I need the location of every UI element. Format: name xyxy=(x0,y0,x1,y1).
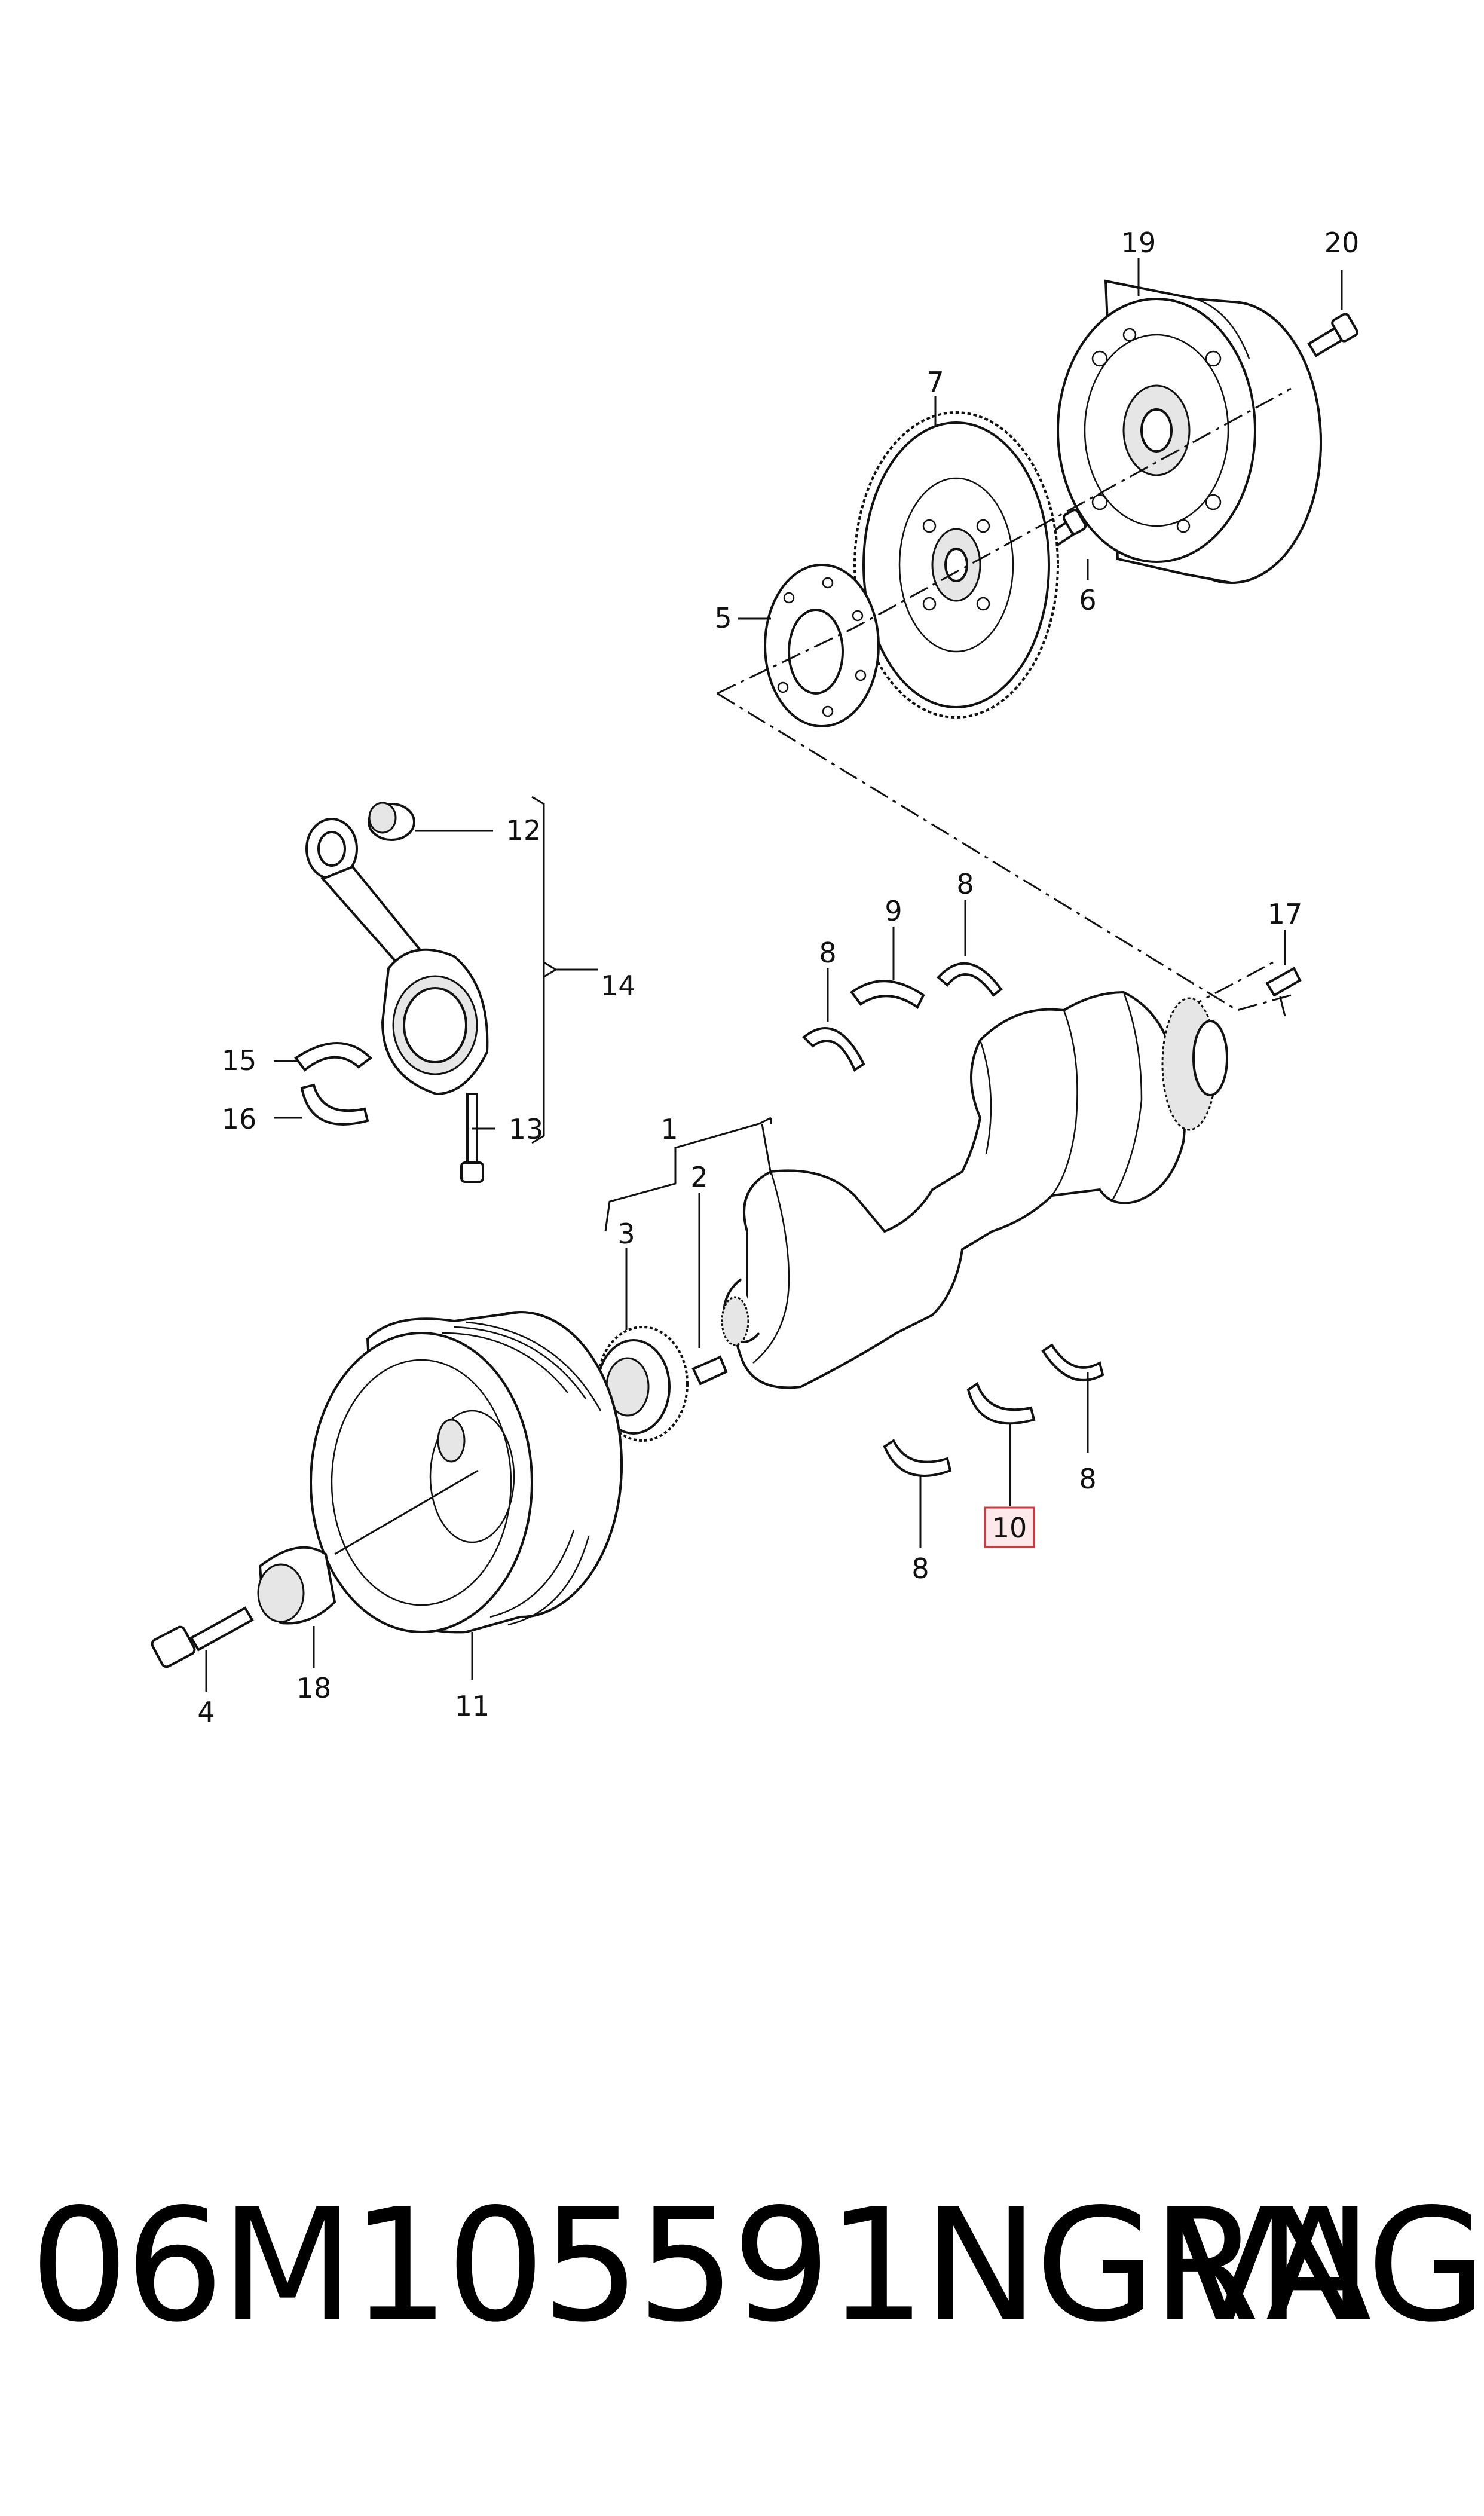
flywheel-ring-gear xyxy=(853,411,1059,719)
conrod-bushing xyxy=(368,802,415,841)
callout-2: 2 xyxy=(690,1161,708,1193)
callout-labels: 19 20 7 6 5 12 14 15 16 13 8 9 8 17 1 2 … xyxy=(197,227,1359,1728)
callout-17: 17 xyxy=(1268,898,1303,930)
thrust-washer-8b xyxy=(937,962,1003,997)
flywheel-bolt-20 xyxy=(1307,313,1358,357)
part-number-footer: 06M105591NGRN xyxy=(30,2176,1373,2356)
pulley-bolt xyxy=(151,1606,254,1668)
callout-10: 10 xyxy=(992,1512,1027,1544)
callout-6: 6 xyxy=(1079,584,1096,616)
callout-7: 7 xyxy=(926,366,944,398)
dowel-pin xyxy=(1265,967,1302,997)
thrust-washer-8d xyxy=(883,1439,952,1477)
conrod-bolt xyxy=(460,1093,484,1183)
shim-plate xyxy=(764,564,880,727)
dual-mass-flywheel xyxy=(1057,279,1322,585)
leader-lines xyxy=(205,258,1343,1692)
callout-18: 18 xyxy=(296,1672,332,1704)
callout-10-highlight: 10 xyxy=(984,1506,1035,1548)
main-bearing-shell-10 xyxy=(966,1381,1036,1425)
callout-8-a: 8 xyxy=(819,937,836,969)
callout-8-c: 8 xyxy=(1079,1463,1096,1495)
main-bearing-shell-9 xyxy=(850,980,925,1009)
conrod-bearing-lower xyxy=(300,1083,369,1126)
brand-footer: VAG xyxy=(1171,2176,1484,2356)
callout-5: 5 xyxy=(714,602,732,634)
thrust-washer-8a xyxy=(802,1027,865,1072)
woodruff-key xyxy=(691,1355,728,1386)
callout-4: 4 xyxy=(197,1696,215,1728)
callout-15: 15 xyxy=(222,1044,257,1077)
bracket-14 xyxy=(531,796,598,1144)
vibration-damper-pulley xyxy=(310,1310,623,1634)
callout-14: 14 xyxy=(601,970,636,1002)
callout-13: 13 xyxy=(509,1113,544,1145)
callout-3: 3 xyxy=(617,1218,635,1250)
callout-11: 11 xyxy=(455,1690,490,1722)
callout-19: 19 xyxy=(1121,227,1156,259)
callout-20: 20 xyxy=(1324,227,1360,259)
connecting-rod xyxy=(305,818,489,1096)
callout-16: 16 xyxy=(222,1103,257,1135)
bracket-1 xyxy=(604,1117,772,1232)
crankshaft xyxy=(721,990,1228,1389)
callout-12: 12 xyxy=(506,814,541,846)
conrod-bearing-upper xyxy=(294,1042,373,1072)
callout-8-d: 8 xyxy=(911,1552,929,1585)
thrust-washer-8c xyxy=(1041,1343,1104,1381)
callout-9: 9 xyxy=(885,895,902,927)
callout-8-b: 8 xyxy=(956,868,974,900)
callout-1: 1 xyxy=(660,1113,678,1145)
pulley-spacer xyxy=(257,1546,336,1625)
